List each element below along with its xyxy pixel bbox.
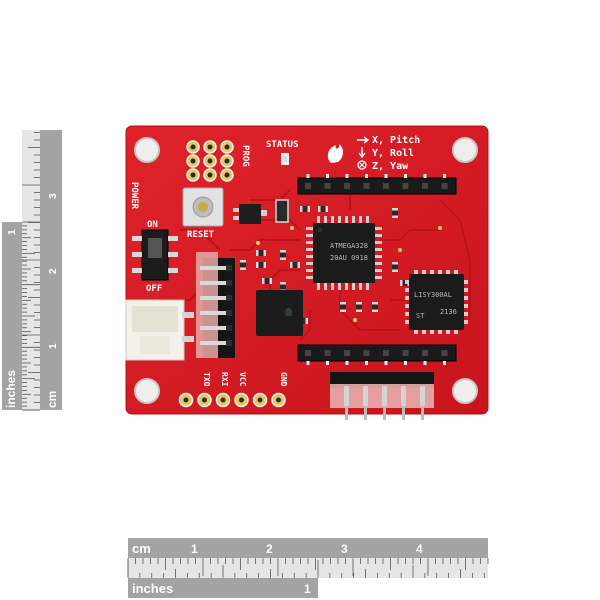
ruler-bottom-cm-strip — [128, 538, 488, 558]
bottom-pin-pads — [178, 392, 286, 408]
power-switch: POWER ON OFF — [129, 182, 178, 294]
ruler-bottom-cm-mark-1: 1 — [191, 542, 198, 556]
ruler-bottom: cm 1 2 3 4 inches 1 — [127, 538, 489, 598]
ruler-left-inch-strip — [2, 222, 22, 410]
gyro-chip-2 — [256, 290, 303, 336]
power-label: POWER — [129, 182, 139, 210]
ruler-left-ticks — [22, 132, 40, 411]
bottom-pin-labels: TXO RXI VCC GND — [202, 372, 288, 387]
ruler-left-cm-mark-1: 1 — [48, 343, 59, 349]
prog-label: PROG — [240, 145, 250, 167]
axis-legend: X, Pitch Y, Roll Z, Yaw — [357, 134, 420, 172]
switch-off-label: OFF — [146, 284, 162, 294]
mcu-chip: ATMEGA328 20AU 0918 — [306, 216, 382, 290]
ruler-left-cm-label: cm — [45, 391, 59, 408]
mcu-marking-2: 20AU 0918 — [330, 254, 368, 262]
crystal — [275, 199, 289, 223]
ruler-bottom-cm-mark-3: 3 — [341, 542, 348, 556]
ruler-bottom-cm-mark-2: 2 — [266, 542, 273, 556]
ruler-left: inches 1 cm 1 2 3 — [2, 130, 62, 411]
prog-header: PROG — [186, 140, 250, 182]
top-header — [297, 174, 457, 195]
regulator — [233, 204, 267, 224]
ruler-bottom-inch-strip — [128, 578, 318, 598]
mcu-marking-1: ATMEGA328 — [330, 242, 368, 250]
ruler-left-inches-label: inches — [4, 370, 18, 408]
gyro-logo: ST — [416, 312, 425, 320]
gyro-chip: LISY300AL ST 2136 — [405, 270, 468, 334]
gyro-marking-2: 2136 — [440, 308, 457, 316]
ruler-bottom-inches-label: inches — [132, 581, 173, 596]
bottom-right-angle-header — [330, 372, 434, 420]
switch-on-label: ON — [147, 220, 158, 230]
axis-z-label: Z, Yaw — [372, 161, 409, 172]
gnd-label: GND — [279, 372, 288, 387]
rxi-label: RXI — [220, 372, 229, 387]
ruler-bottom-cm-label: cm — [132, 541, 151, 556]
axis-x-label: X, Pitch — [372, 134, 420, 146]
vcc-label: VCC — [238, 372, 247, 387]
txo-label: TXO — [202, 372, 211, 387]
flame-logo — [327, 144, 344, 163]
ruler-left-cm-mark-2: 2 — [48, 268, 59, 274]
pcb-board: PROG STATUS X, Pitch Y, Roll Z, Yaw — [125, 125, 489, 420]
status-label: STATUS — [266, 140, 299, 150]
reset-button: RESET — [182, 187, 224, 240]
axis-y-label: Y, Roll — [372, 148, 414, 159]
mounting-holes — [134, 137, 478, 404]
reset-label: RESET — [187, 230, 215, 240]
ruler-bottom-cm-mark-4: 4 — [416, 542, 423, 556]
serial-header — [196, 252, 235, 358]
ruler-bottom-inch-mark-1: 1 — [304, 582, 311, 596]
bottom-header — [297, 344, 457, 365]
battery-connector — [125, 299, 194, 361]
ruler-bottom-ticks — [127, 558, 489, 578]
gyro-marking-1: LISY300AL — [414, 291, 452, 299]
status-led: STATUS — [266, 140, 299, 165]
ruler-left-cm-mark-3: 3 — [48, 193, 59, 199]
ruler-left-inch-mark-1: 1 — [7, 229, 18, 235]
ruler-left-tick-strip — [22, 130, 40, 410]
ruler-left-cm-strip — [40, 130, 62, 410]
